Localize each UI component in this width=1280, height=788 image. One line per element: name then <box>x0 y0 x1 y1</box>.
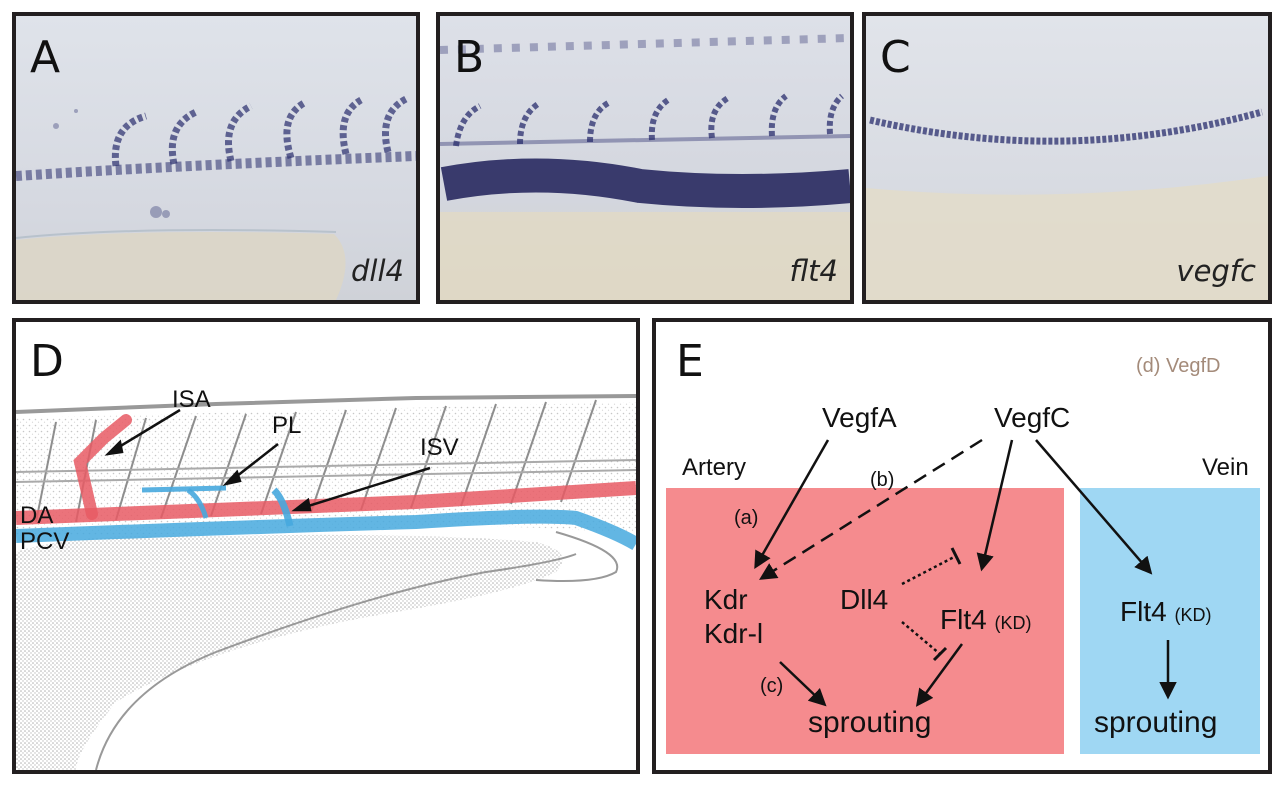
edge-label-c: (c) <box>760 675 784 697</box>
edge-label-a: (a) <box>734 507 759 529</box>
node-sprouting-artery: sprouting <box>808 706 932 739</box>
panel-c: C vegfc <box>862 12 1272 304</box>
vein-region-fill <box>1080 488 1260 754</box>
label-isa: ISA <box>172 386 211 413</box>
label-pcv: PCV <box>20 528 70 555</box>
node-dll4: Dll4 <box>840 584 889 615</box>
panel-b-gene-label: flt4 <box>789 254 838 288</box>
kd-artery-label: (KD) <box>994 613 1032 633</box>
panel-a-letter: A <box>30 32 61 83</box>
panel-d: D ISA PL ISV DA PCV <box>12 318 640 774</box>
node-sprouting-vein: sprouting <box>1094 706 1218 739</box>
panel-a-micrograph <box>16 16 416 300</box>
panel-b-letter: B <box>454 32 485 83</box>
flt4-artery-label: Flt4 <box>940 604 987 635</box>
panel-d-schematic <box>16 394 636 770</box>
node-kdr: Kdr <box>704 584 748 615</box>
node-flt4-artery: Flt4 (KD) <box>940 606 1031 634</box>
panel-a: A dll4 <box>12 12 420 304</box>
flt4-vein-label: Flt4 <box>1120 596 1167 627</box>
panel-c-micrograph <box>866 16 1268 300</box>
panel-c-letter: C <box>880 32 911 83</box>
panel-d-letter: D <box>30 336 64 387</box>
panel-a-gene-label: dll4 <box>351 254 404 288</box>
panel-c-gene-label: vegfc <box>1176 254 1256 288</box>
label-da: DA <box>20 502 54 529</box>
kd-vein-label: (KD) <box>1174 605 1212 625</box>
legend-vegfd: (d) VegfD <box>1136 355 1221 377</box>
node-kdr-l: Kdr-l <box>704 618 764 649</box>
node-vegfa: VegfA <box>822 402 897 433</box>
panel-b-micrograph <box>440 16 850 300</box>
region-label-artery: Artery <box>682 454 747 481</box>
label-isv: ISV <box>420 434 459 461</box>
node-vegfc: VegfC <box>994 402 1071 433</box>
artery-region-fill <box>666 488 1064 754</box>
pathway-diagram <box>666 438 1260 754</box>
region-label-vein: Vein <box>1202 454 1249 481</box>
panel-e: E (d) VegfD Artery Vein VegfA VegfC (a) … <box>652 318 1272 774</box>
panel-b: B flt4 <box>436 12 854 304</box>
panel-e-letter: E <box>676 336 704 387</box>
node-flt4-vein: Flt4 (KD) <box>1120 598 1211 626</box>
edge-label-b: (b) <box>870 469 895 491</box>
label-pl: PL <box>272 412 302 439</box>
